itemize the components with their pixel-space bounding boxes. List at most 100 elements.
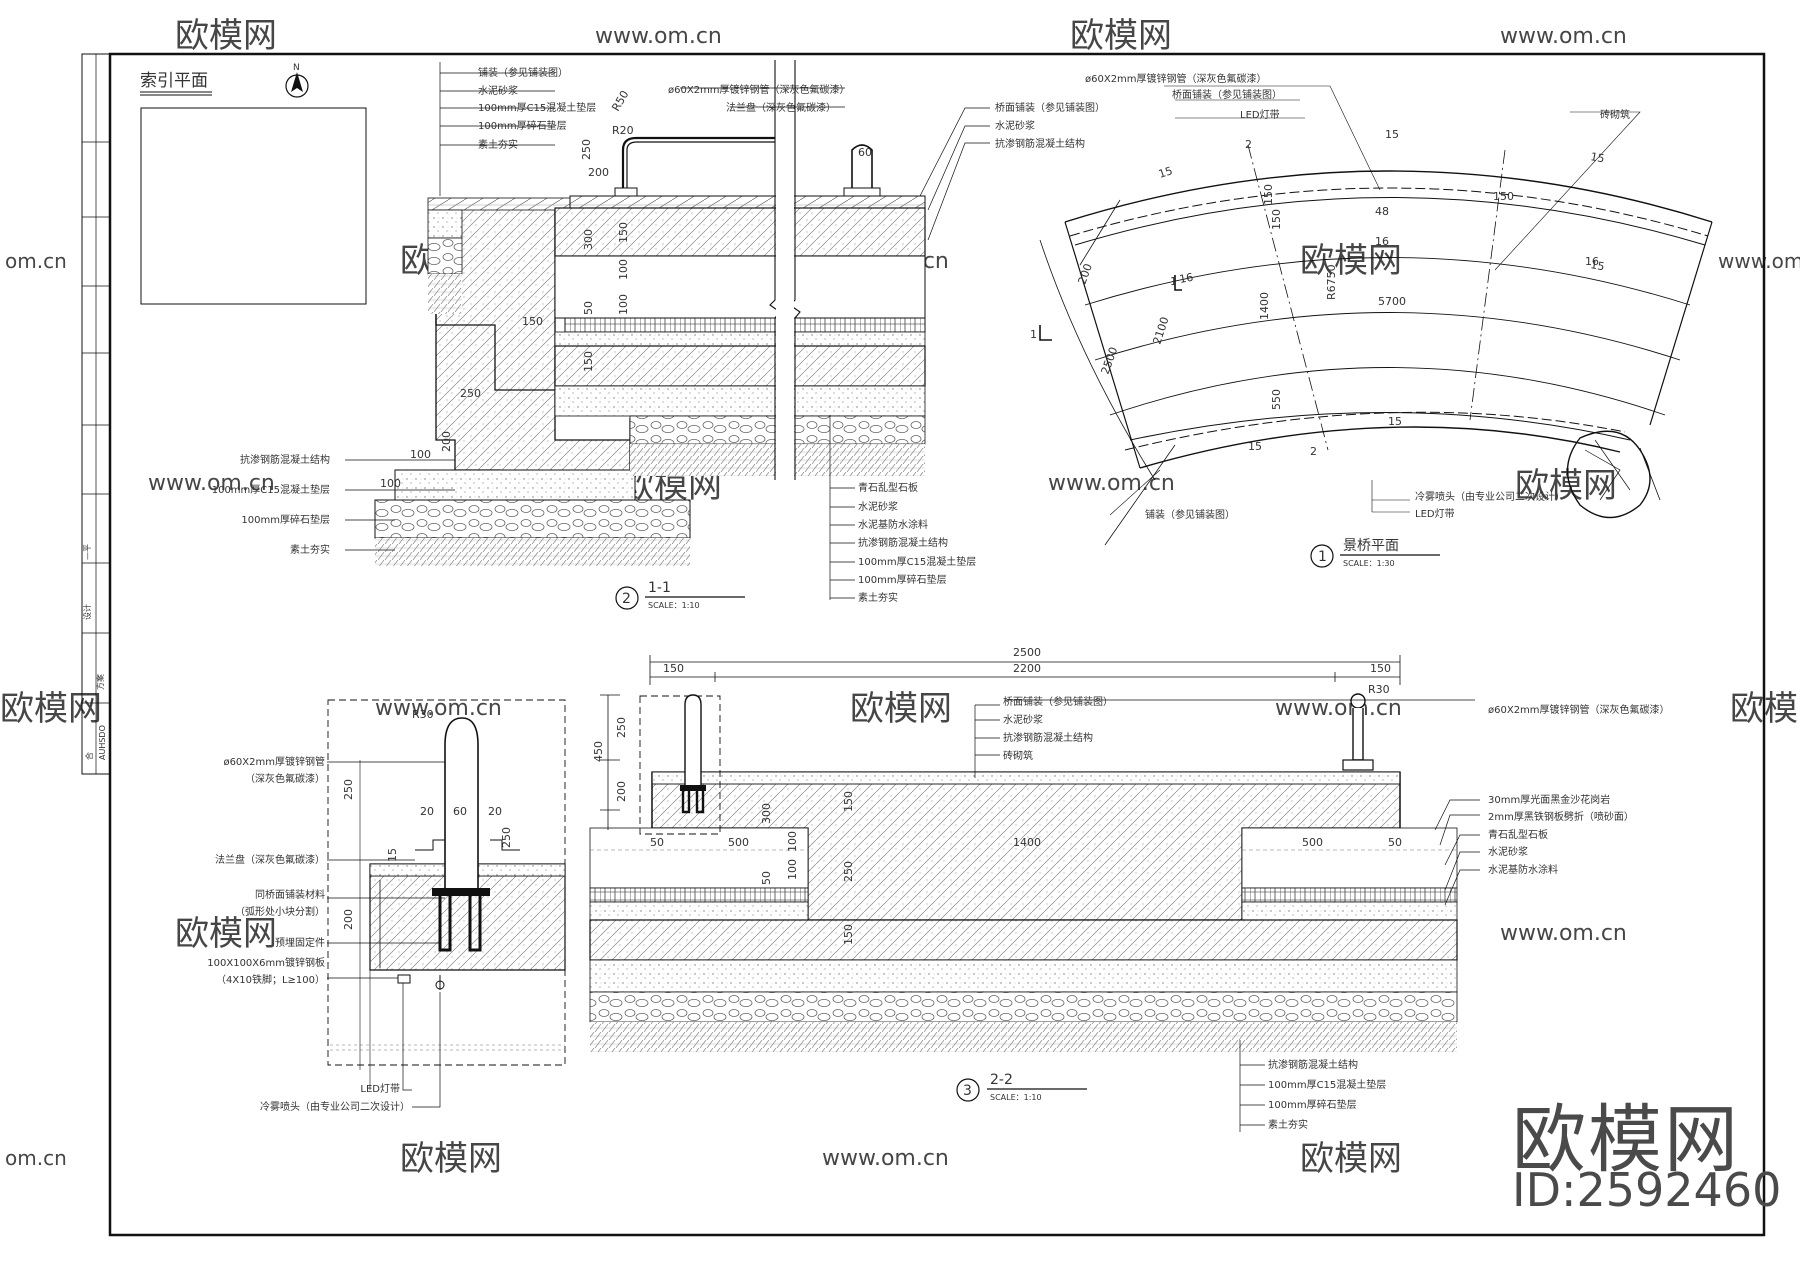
label-s2-pipe: ø60X2mm厚镀锌钢管（深灰色氟碳漆）	[1488, 703, 1670, 716]
label-s2-structure-2: 抗渗钢筋混凝土结构	[1268, 1058, 1358, 1071]
rock-boulder	[1566, 430, 1651, 519]
watermark-id: ID:2592460	[1512, 1163, 1782, 1217]
section-1-1-dims: R50 R20 250 200 60 300 150 100 100 50 15…	[380, 88, 872, 490]
railing-detail-dims: R30 250 20 60 20 15 200 250	[342, 708, 513, 930]
label-s2-deck-paving: 桥面铺装（参见铺装图）	[1003, 695, 1113, 708]
dim: 48	[1375, 205, 1389, 218]
title-block-cell: —平	[83, 544, 92, 560]
dim: 250	[460, 387, 481, 400]
dim: 5700	[1378, 295, 1406, 308]
label-plan-paving: 桥面铺装（参见铺装图）	[1172, 88, 1282, 101]
dim: 1	[1170, 275, 1177, 288]
dim: 1	[1030, 328, 1037, 341]
section-2-2	[589, 655, 1480, 1132]
bridge-deck-slab	[554, 207, 926, 257]
dim: 2	[1310, 445, 1317, 458]
dim: 250	[580, 139, 593, 160]
label-s2-waterproof: 水泥基防水涂料	[1488, 863, 1558, 876]
label-detail-paving-note: （弧形处小块分割）	[235, 905, 325, 918]
watermark-brand: 欧模网	[1300, 241, 1402, 281]
index-plan-title: 索引平面	[140, 71, 208, 91]
label-deck-structure: 抗渗钢筋混凝土结构	[995, 137, 1085, 150]
railing-detail-labels: ø60X2mm厚镀锌钢管 （深灰色氟碳漆） 法兰盘（深灰色氟碳漆） 同桥面铺装材…	[207, 755, 410, 1113]
label-detail-pipe: ø60X2mm厚镀锌钢管	[223, 755, 325, 768]
label-s2-c15: 100mm厚C15混凝土垫层	[1268, 1078, 1386, 1091]
watermark-site: www.om.cn	[1500, 24, 1627, 49]
label-gravel: 100mm厚碎石垫层	[858, 573, 947, 586]
dim: 250	[500, 827, 513, 848]
dim: 2100	[1150, 315, 1171, 346]
watermark-site: www.om.cn	[595, 24, 722, 49]
dim: 100	[380, 477, 401, 490]
watermark-brand: 欧模网	[1515, 466, 1617, 506]
brick-layer	[564, 317, 926, 333]
dim: 150	[582, 351, 595, 372]
dim: 550	[1270, 389, 1283, 410]
dim: 200	[440, 431, 453, 452]
watermark-brand: 欧模网	[1070, 16, 1172, 56]
label-detail-paving: 同桥面铺装材料	[255, 888, 325, 901]
label-detail-mist: 冷雾喷头（由专业公司二次设计）	[260, 1100, 410, 1113]
section-1-1-bottom-labels: 青石乱型石板 水泥砂浆 水泥基防水涂料 抗渗钢筋混凝土结构 100mm厚C15混…	[858, 481, 976, 604]
gravel-layer-2	[589, 991, 1458, 1023]
bridge-plan	[1039, 85, 1713, 546]
water-channel	[554, 255, 926, 319]
label-detail-pipe-paint: （深灰色氟碳漆）	[245, 772, 325, 785]
label-deck-mortar: 水泥砂浆	[995, 119, 1035, 132]
label-waterproof: 水泥基防水涂料	[858, 518, 928, 531]
soil-layer	[375, 538, 690, 566]
soil-layer-2	[590, 1022, 1457, 1052]
watermark-site: www.om.cn	[822, 1146, 949, 1171]
dim: R6750	[1325, 264, 1338, 300]
dim: 60	[453, 805, 467, 818]
dim: 16	[1585, 255, 1599, 268]
watermark-brand: 欧模网	[1300, 1139, 1402, 1179]
dim: 2	[1245, 138, 1252, 151]
label-s2-mortar: 水泥砂浆	[1003, 713, 1043, 726]
dim: R30	[412, 708, 434, 721]
dim: R20	[612, 124, 634, 137]
label-mortar: 水泥砂浆	[478, 84, 518, 97]
label-c15: 100mm厚C15混凝土垫层	[858, 555, 976, 568]
index-plan-box	[140, 107, 367, 305]
dim: 15	[1388, 415, 1402, 428]
label-structure: 抗渗钢筋混凝土结构	[240, 453, 330, 466]
dim: 250	[842, 861, 855, 882]
label-plan-mist: 冷雾喷头（由专业公司二次设计）	[1415, 490, 1565, 503]
section-title: 2-2	[990, 1072, 1013, 1088]
section-1-1-title: 2 1-1 SCALE：1:10	[615, 580, 745, 610]
dim: 500	[1302, 836, 1323, 849]
label-concrete: 100mm厚C15混凝土垫层	[478, 101, 596, 114]
dim: 150	[1262, 184, 1275, 205]
bridge-plan-dims: 15 15 15 15 48 16 16 16 150 150 150 R675…	[1030, 128, 1606, 458]
plan-title: 景桥平面	[1343, 538, 1399, 554]
dim: 200	[588, 166, 609, 179]
section-number: 3	[963, 1083, 972, 1099]
dim: 16	[1178, 271, 1194, 286]
dim: 1400	[1258, 292, 1271, 320]
label-s2-steel: 2mm厚黑铁钢板劈折（喷砂面）	[1488, 810, 1634, 823]
railing-pipe	[621, 136, 775, 190]
detail-post	[444, 717, 479, 890]
label-soil: 素土夯实	[858, 591, 898, 604]
dim: 15	[1385, 128, 1399, 141]
watermark-brand: 欧模网	[850, 689, 952, 729]
dim: 100	[410, 448, 431, 461]
label-mortar: 水泥砂浆	[858, 500, 898, 513]
label-s2-gravel: 100mm厚碎石垫层	[1268, 1098, 1357, 1111]
label-detail-embed: 预埋固定件	[275, 936, 325, 949]
title-block-cell: 方案	[95, 674, 105, 690]
watermark-site: www.om.cn	[1048, 471, 1175, 496]
slab-lower-2	[589, 919, 1458, 961]
slab-lower	[554, 345, 926, 387]
watermark-site: om.cn	[5, 249, 67, 273]
label-plan-pipe: ø60X2mm厚镀锌钢管（深灰色氟碳漆）	[1085, 72, 1267, 85]
dim: R50	[609, 88, 631, 113]
label-detail-plate: 100X100X6mm镀锌钢板	[207, 956, 325, 969]
north-label: N	[293, 63, 300, 73]
bridge-plan-labels: ø60X2mm厚镀锌钢管（深灰色氟碳漆） 桥面铺装（参见铺装图） LED灯带 砖…	[1085, 72, 1630, 521]
dim: 100	[786, 831, 799, 852]
dim: 500	[728, 836, 749, 849]
watermark-brand: 欧模网	[0, 689, 102, 729]
